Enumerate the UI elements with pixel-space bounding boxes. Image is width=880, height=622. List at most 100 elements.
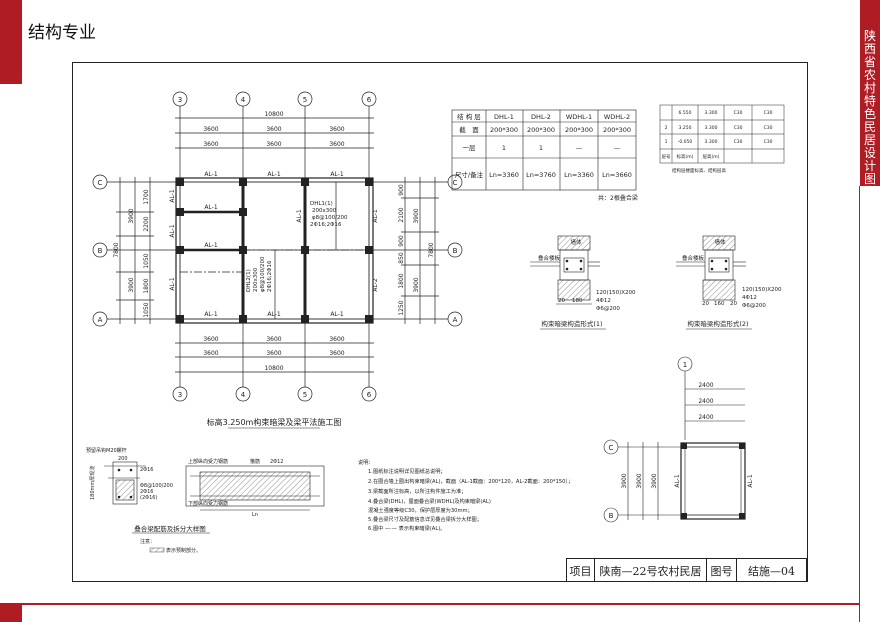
dim-span: 3600 bbox=[329, 126, 344, 133]
section-label: 2Φ16 bbox=[140, 467, 153, 473]
dim-total-left: 7800 bbox=[113, 242, 120, 257]
small-plan-labels: 1 C B 2400 2400 2400 3900 3900 3900 AL-1… bbox=[609, 361, 754, 520]
dim-span: 3600 bbox=[203, 350, 218, 357]
beam-label: AL-1 bbox=[169, 224, 176, 238]
dim-total-right: 7800 bbox=[428, 242, 435, 257]
axis-label: A bbox=[98, 316, 103, 324]
dhl-label: φ8@100/200 bbox=[260, 256, 266, 292]
level-cell: 1 bbox=[665, 139, 668, 145]
detail-dim: 20 bbox=[730, 301, 737, 307]
detail-label: Φ6@200 bbox=[596, 306, 620, 312]
drawing-number: 结施—04 bbox=[737, 559, 807, 582]
detail-2-labels: 墙体 叠合楼板 120(150)X200 4Φ12 Φ6@200 20 160 … bbox=[682, 238, 782, 309]
page-title: 结构专业 bbox=[28, 23, 96, 43]
section-label: 180mm厚现浇 bbox=[89, 466, 96, 500]
drawing-no-label: 图号 bbox=[707, 559, 737, 582]
dhl-label: 200x300 bbox=[312, 208, 337, 214]
detail-1 bbox=[530, 235, 600, 305]
level-cell: C30 bbox=[764, 110, 773, 116]
notes-line: 6.图中 —·— 表示构束暗梁(AL)。 bbox=[368, 524, 445, 532]
axis-label: 6 bbox=[367, 391, 372, 399]
dim-right: 1800 bbox=[398, 273, 405, 288]
section-label: 200 bbox=[118, 456, 128, 462]
section-label: 预留吊钩M20螺杆 bbox=[86, 447, 127, 454]
level-cell: 标高(m) bbox=[677, 153, 694, 160]
beam-label: AL-1 bbox=[169, 277, 176, 291]
detail-label: 120(150)X200 bbox=[596, 290, 636, 296]
dhl-label: 2Φ16;2Φ16 bbox=[267, 260, 273, 292]
section-label: Φ8@100/200 bbox=[140, 483, 173, 489]
beam-label: AL-1 bbox=[674, 474, 681, 488]
section-label: (2Φ16) bbox=[140, 495, 157, 501]
level-cell: C30 bbox=[734, 125, 743, 131]
beam-table-cell: — bbox=[576, 144, 583, 152]
beam-table-cell: 200*300 bbox=[565, 126, 593, 134]
beam-table-header: DHL-2 bbox=[531, 113, 551, 121]
beam-table-cell: Ln=3660 bbox=[602, 171, 632, 179]
axis-label: 4 bbox=[241, 96, 246, 104]
axis-label: A bbox=[453, 316, 458, 324]
beam-label: AL-1 bbox=[267, 171, 281, 178]
dim-right: 3900 bbox=[413, 208, 420, 223]
beam-table-cell: 尺寸/备注 bbox=[455, 170, 484, 179]
dim-label: 2400 bbox=[698, 414, 713, 421]
beam-table-header: WDHL-1 bbox=[566, 113, 592, 121]
dhl-label: DHL1(1) bbox=[310, 201, 333, 207]
level-cell: 3.300 bbox=[705, 139, 718, 145]
notes-line: 4.叠合梁(DHL)，屋面叠合梁(WDHL)及构束暗梁(AL) bbox=[368, 497, 491, 505]
left-accent-bar bbox=[0, 0, 22, 84]
notes-line: 2.在圈合墙上圈出构束暗梁(AL)，截面（AL-1截面：200*120，AL-2… bbox=[368, 477, 573, 485]
detail-dim: 180 bbox=[572, 298, 583, 304]
detail-1-title: 构束暗梁构造形式(1) bbox=[541, 319, 602, 328]
level-cell: 层高(m) bbox=[703, 153, 720, 160]
beam-label: AL-1 bbox=[204, 171, 218, 178]
section-legend-title: 注意： bbox=[140, 538, 155, 545]
detail-label: 4Φ12 bbox=[596, 298, 611, 304]
plan-columns bbox=[176, 178, 373, 323]
notes-line: 3.梁截面所注标高，以所注构件施工为准； bbox=[368, 487, 466, 495]
beam-table-text: 结 构 层 DHL-1 DHL-2 WDHL-1 WDHL-2 截 面 200*… bbox=[455, 112, 632, 179]
small-plan bbox=[603, 356, 746, 523]
section-labels: 预留吊钩M20螺杆 200 2Φ16 Φ8@100/200 2Φ16 (2Φ16… bbox=[86, 447, 283, 518]
bottom-rule bbox=[22, 603, 860, 605]
axis-label: 3 bbox=[178, 391, 182, 399]
dim-total-bottom: 10800 bbox=[264, 365, 283, 372]
dim-span: 3600 bbox=[203, 141, 218, 148]
notes-title: 说明： bbox=[358, 458, 374, 466]
beam-table-header: 结 构 层 bbox=[457, 112, 481, 121]
beam-table-cell: 1 bbox=[502, 144, 506, 152]
detail-2-title: 构束暗梁构造形式(2) bbox=[687, 319, 748, 328]
level-cell: C30 bbox=[734, 110, 743, 116]
detail-dim: 20 bbox=[558, 298, 565, 304]
dim-total-top: 10800 bbox=[264, 111, 283, 118]
dim-left: 1050 bbox=[143, 302, 150, 317]
dhl2-annotation: DHL2(1) 200x300 φ8@100/200 2Φ16;2Φ16 bbox=[246, 256, 273, 292]
axis-label: C bbox=[453, 179, 458, 187]
level-cell: 2 bbox=[665, 125, 668, 131]
plan-labels: 3 4 5 6 3 4 5 6 C B A C B A bbox=[98, 96, 458, 399]
axis-label: C bbox=[98, 179, 103, 187]
level-cell: C30 bbox=[734, 139, 743, 145]
axis-label: B bbox=[453, 247, 458, 255]
dim-span: 3600 bbox=[266, 350, 281, 357]
detail-label: 4Φ12 bbox=[742, 295, 757, 301]
detail-label: 叠合楼板 bbox=[538, 254, 561, 262]
section-label: 下部纵向受力钢筋 bbox=[188, 500, 228, 507]
level-table-text: 6.550 3.300 C30 C30 2 3.250 3.300 C30 C3… bbox=[662, 110, 773, 174]
side-tab-text: 陕西省农村特色民居设计图集 bbox=[863, 29, 876, 199]
dim-left: 1700 bbox=[143, 189, 150, 204]
plan-title: 标高3.250m构束暗梁及梁平法施工图 bbox=[207, 417, 342, 427]
dhl-label: DHL2(1) bbox=[246, 269, 252, 292]
dim-right: 1250 bbox=[398, 300, 405, 315]
dim-label: 3900 bbox=[621, 473, 628, 488]
beam-label: AL-1 bbox=[747, 474, 754, 488]
project-label: 项目 bbox=[567, 559, 595, 582]
axis-label: 6 bbox=[367, 96, 372, 104]
notes-line: 5.叠合梁尺寸及配筋信息详见叠合梁拆分大样图； bbox=[368, 515, 482, 523]
dim-span: 3600 bbox=[329, 350, 344, 357]
level-cell: 层号 bbox=[662, 154, 671, 160]
notes-line: 1.图纸标注说明详见图纸总说明； bbox=[368, 467, 446, 475]
beam-label: AL-1 bbox=[204, 204, 218, 211]
axis-label: 5 bbox=[303, 96, 307, 104]
notes: 说明： 1.图纸标注说明详见图纸总说明； 2.在圈合墙上圈出构束暗梁(AL)，截… bbox=[358, 458, 573, 532]
